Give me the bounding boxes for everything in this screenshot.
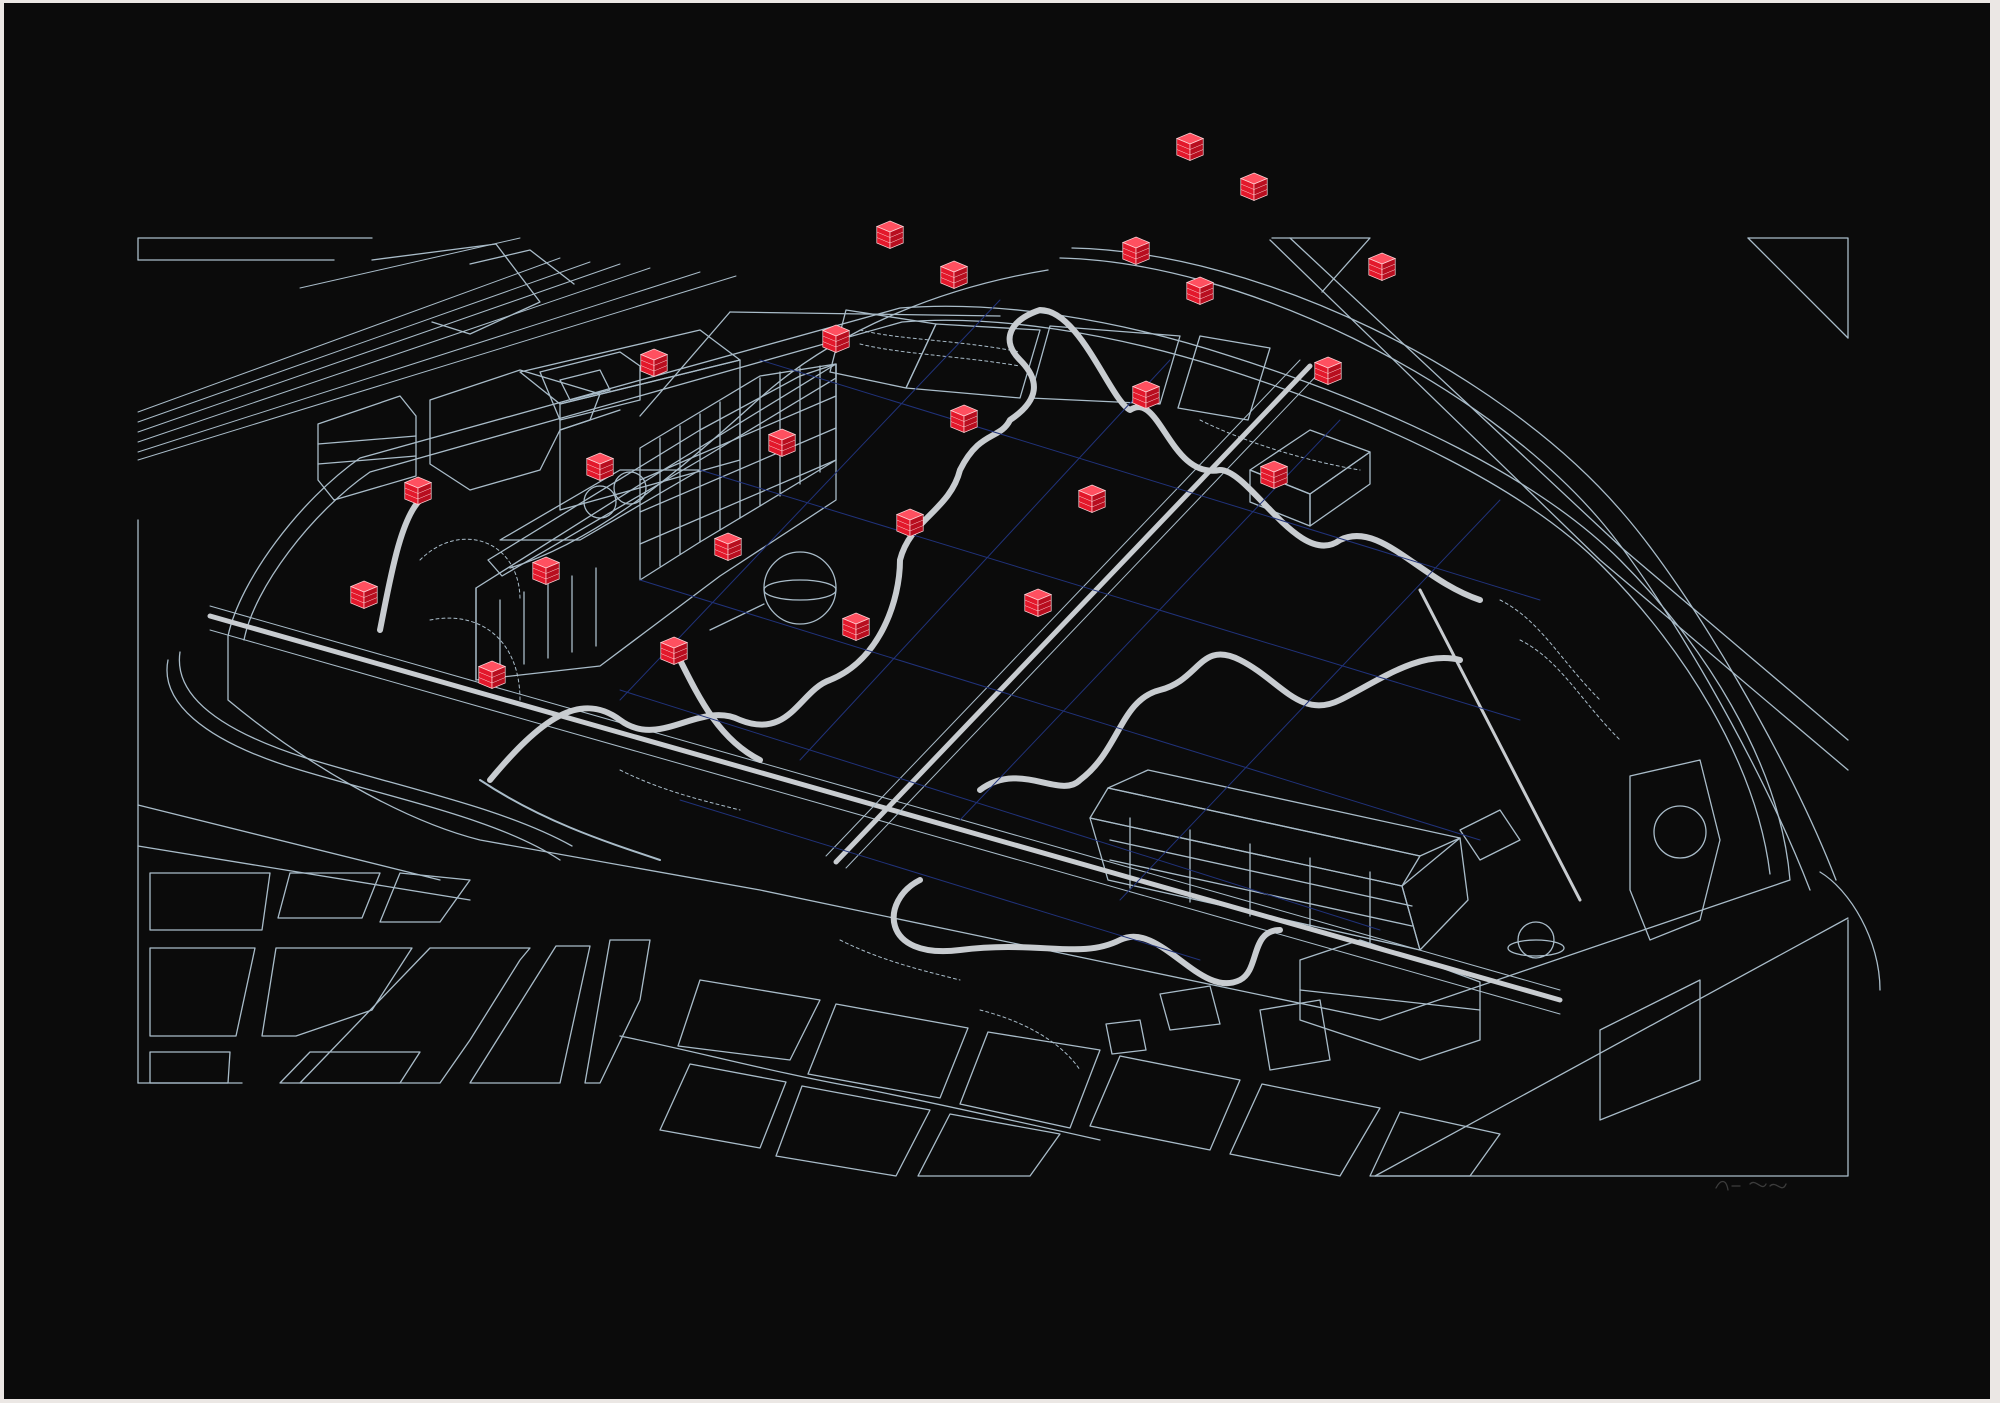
folie-grid	[619, 299, 1541, 961]
science-museum-building	[475, 329, 837, 681]
railway-tracks	[137, 237, 737, 461]
folies-layer	[349, 132, 1397, 690]
folie-10	[767, 428, 797, 458]
folie-6	[821, 324, 851, 354]
tree-rows	[419, 329, 1621, 1071]
folie-8	[1175, 132, 1205, 162]
folie-14	[713, 532, 743, 562]
bamboo-garden-curve	[479, 779, 661, 861]
cinematic-promenade	[377, 307, 1483, 987]
folie-22	[1077, 484, 1107, 514]
folie-3	[875, 220, 905, 250]
folie-11	[1121, 236, 1151, 266]
axonometric-site-plan	[137, 237, 1881, 1177]
right-diagonal-walk	[1418, 588, 1582, 902]
folie-1	[403, 476, 433, 506]
folie-21	[841, 612, 871, 642]
lower-right-buildings	[1105, 759, 1721, 1071]
lower-left-curved-road-edge	[178, 651, 573, 847]
upper-garden-blocks	[829, 309, 1271, 421]
folie-9	[531, 556, 561, 586]
city-blocks-lower	[659, 979, 1701, 1177]
folie-4	[349, 580, 379, 610]
park-boundary-inner	[243, 319, 1771, 875]
folie-13	[477, 660, 507, 690]
folie-7	[939, 260, 969, 290]
folie-19	[1131, 380, 1161, 410]
pencil-signature	[1715, 1180, 1787, 1191]
folie-20	[1367, 252, 1397, 282]
park-boundary	[227, 305, 1791, 1021]
folie-25	[1259, 460, 1289, 490]
lower-left-curved-road	[166, 659, 561, 861]
villette-promenade	[825, 359, 1321, 869]
folie-23	[1313, 356, 1343, 386]
folie-16	[1185, 276, 1215, 306]
folie-17	[659, 636, 689, 666]
folie-15	[949, 404, 979, 434]
folie-12	[1239, 172, 1269, 202]
folie-18	[895, 508, 925, 538]
geode-sphere	[709, 551, 837, 631]
folie-5	[585, 452, 615, 482]
city-blocks-lower-left	[137, 804, 651, 1084]
upper-left-building	[317, 351, 641, 501]
black-sheet	[4, 3, 1990, 1399]
folie-2	[639, 348, 669, 378]
folie-24	[1023, 588, 1053, 618]
